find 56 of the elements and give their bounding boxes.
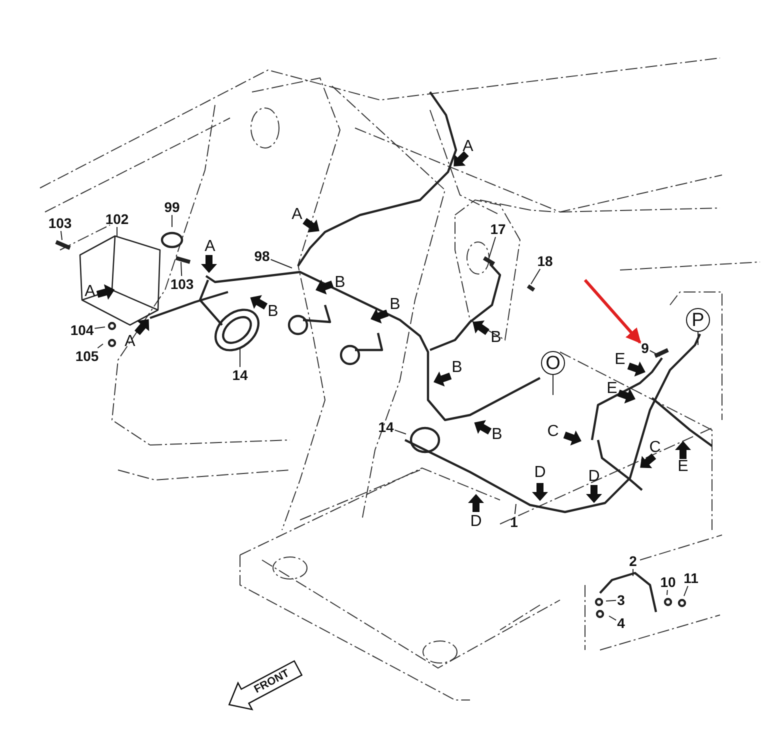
callout-number: 4 (617, 616, 625, 630)
leader-line (394, 430, 406, 434)
callout-number: 10 (660, 575, 676, 589)
leader-line (632, 568, 634, 576)
leader-line (666, 590, 668, 596)
arrow (584, 279, 642, 344)
reference-letter: B (268, 304, 278, 320)
leader-line (270, 259, 292, 268)
leader-line (116, 226, 118, 238)
callout-number: 1 (510, 515, 518, 529)
callout-number: 98 (254, 249, 270, 263)
reference-letter: E (606, 381, 618, 397)
callout-number: 103 (48, 216, 72, 230)
reference-letter: B (492, 427, 502, 443)
reference-letter: C (547, 424, 559, 440)
reference-letter: C (649, 440, 661, 456)
leader-line (514, 504, 516, 514)
reference-letter: A (204, 239, 216, 255)
callout-number: 14 (378, 420, 394, 434)
callout-number: 103 (170, 277, 194, 291)
callout-number: 17 (490, 222, 506, 236)
reference-letter: A (292, 207, 302, 223)
callout-number: 2 (629, 554, 637, 568)
connector-marker: P (686, 308, 710, 332)
leader-line (97, 344, 104, 348)
callout-number: 105 (75, 349, 99, 363)
callout-number: 18 (537, 254, 553, 268)
connector-marker: O (541, 351, 565, 375)
callout-number: 102 (105, 212, 129, 226)
leader-line (649, 350, 660, 356)
callout-number: 3 (617, 593, 625, 607)
leader-line (684, 586, 688, 596)
reference-letter: A (124, 334, 136, 350)
leader-line (488, 236, 496, 258)
reference-letter: D (588, 469, 600, 485)
reference-letter: E (614, 352, 626, 368)
reference-letter: E (678, 459, 688, 475)
callout-number: 14 (232, 368, 248, 382)
callout-number: 99 (164, 200, 180, 214)
leader-line (60, 230, 62, 240)
reference-letter: D (470, 514, 482, 530)
callout-number: 11 (684, 571, 698, 585)
callout-number: 104 (70, 323, 94, 337)
reference-letter: D (534, 465, 546, 481)
leader-line (606, 600, 617, 602)
reference-letter: B (390, 297, 400, 313)
reference-letter: B (334, 275, 346, 291)
callout-number: 9 (641, 341, 649, 355)
leader-line (608, 616, 617, 621)
leader-line (530, 268, 541, 284)
reference-letter: A (462, 139, 474, 155)
leader-line (94, 326, 106, 329)
leader-line (180, 262, 182, 276)
reference-letter: B (452, 360, 462, 376)
reference-letter: B (490, 330, 502, 346)
reference-letter: A (84, 284, 96, 300)
